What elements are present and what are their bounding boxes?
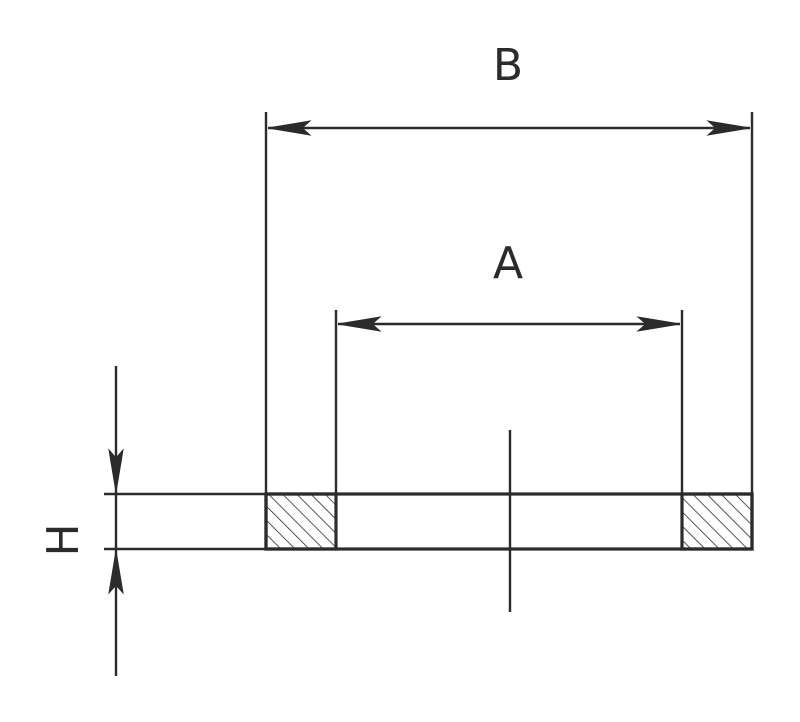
h-arrow-top bbox=[108, 448, 124, 493]
hatch-left bbox=[266, 494, 336, 549]
hatch-right bbox=[682, 494, 752, 549]
a-arrow-left bbox=[337, 316, 382, 332]
label-a: A bbox=[493, 238, 523, 289]
b-arrow-left bbox=[267, 120, 312, 136]
label-b: B bbox=[493, 40, 523, 91]
section-right-outline bbox=[680, 492, 754, 551]
b-arrow-right bbox=[706, 120, 751, 136]
section-left-outline bbox=[264, 492, 338, 551]
h-arrow-bottom bbox=[108, 550, 124, 595]
a-arrow-right bbox=[636, 316, 681, 332]
label-h: H bbox=[38, 523, 89, 556]
